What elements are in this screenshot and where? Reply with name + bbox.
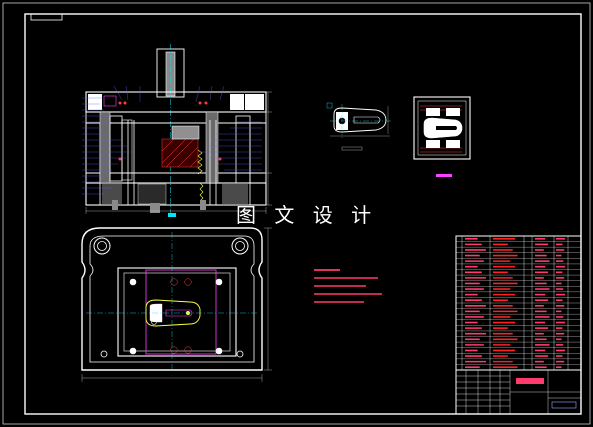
section-view (82, 44, 272, 217)
cavity-view (413, 96, 471, 177)
section-marker (168, 213, 176, 217)
parts-list (455, 235, 582, 415)
drawing-number-box (30, 13, 63, 21)
technical-notes (314, 269, 382, 303)
drawing-number-cell (551, 401, 577, 409)
title-highlight (516, 378, 544, 384)
title-block (456, 369, 581, 414)
plan-view (81, 227, 272, 382)
inner-frame (24, 13, 582, 415)
watermark-text: 图 文 设 计 (236, 203, 377, 227)
part-view (326, 102, 392, 151)
